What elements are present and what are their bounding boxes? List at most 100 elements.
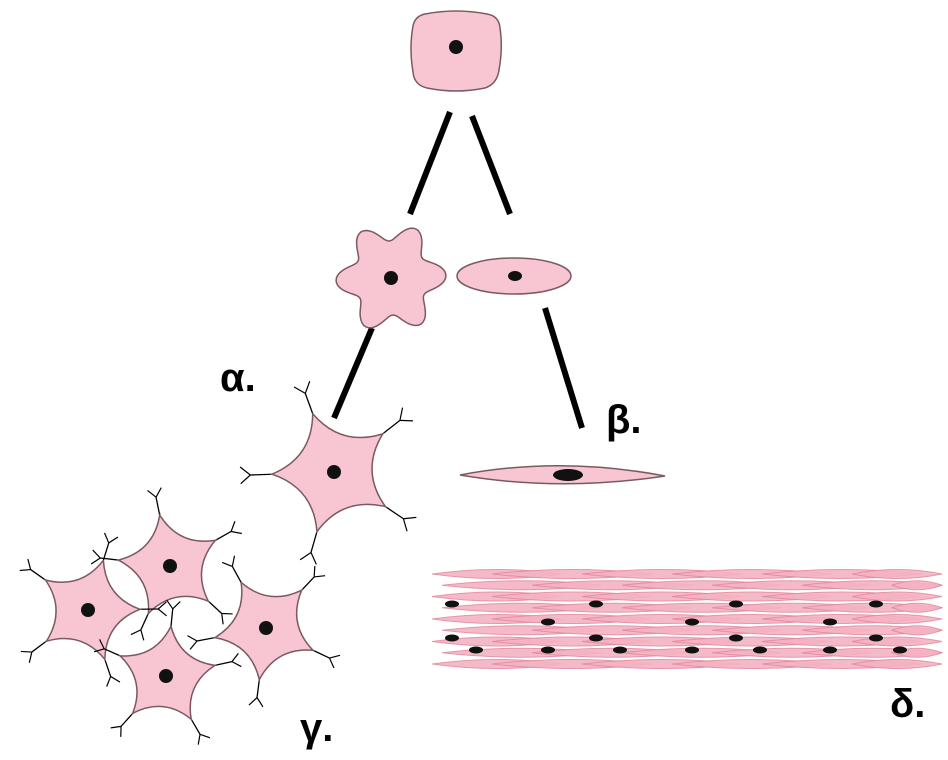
muscle-nucleus [823, 618, 837, 626]
muscle-fiber [851, 659, 943, 669]
dendrite-branch [256, 697, 264, 708]
dendrite-branch [140, 629, 145, 641]
dendrite [190, 718, 201, 735]
dendrite-branch [231, 652, 239, 663]
dendrite [31, 640, 47, 653]
dendrite-branch [28, 651, 33, 663]
dendrite [30, 569, 46, 581]
dendrite [231, 566, 242, 583]
dendrite-branch [19, 568, 31, 572]
dendrite-branch [90, 557, 101, 565]
dendrite [120, 712, 134, 727]
muscle-fiber [890, 625, 944, 636]
dendrite [102, 542, 110, 561]
muscle-nucleus [445, 634, 459, 642]
muscle-fiber [890, 580, 944, 591]
dendrite [250, 473, 273, 476]
dendrite-branch [240, 474, 251, 485]
muscle-nucleus [469, 646, 483, 654]
muscle-nucleus [869, 634, 883, 642]
dendrite-branch [329, 654, 341, 659]
dendrite-branch [299, 551, 312, 561]
muscle-nucleus [893, 646, 907, 654]
dendrite [304, 393, 314, 414]
network-neuron-4 [93, 599, 242, 745]
dendrite [100, 557, 119, 561]
dendrite [170, 608, 174, 627]
muscle-nucleus [729, 634, 743, 642]
muscle-nucleus [541, 646, 555, 654]
dendrite-branch [304, 380, 311, 394]
dendrite-branch [110, 675, 121, 683]
spindle-cell [459, 465, 666, 485]
dendrite-branch [197, 734, 201, 745]
dendrite-branch [155, 487, 162, 498]
dendrite-branch [403, 516, 417, 520]
dendrite-branch [103, 532, 110, 544]
dendrite-branch [108, 536, 119, 544]
muscle-nucleus [589, 600, 603, 608]
dendrite [214, 661, 233, 667]
neuron-nucleus [259, 621, 273, 635]
dendrite [155, 497, 161, 516]
dendrite-branch [166, 599, 174, 610]
oval-precursor-cell [456, 257, 572, 295]
muscle-fiber [851, 569, 943, 579]
dendrite-branch [92, 549, 101, 559]
network-neuron-2 [19, 532, 168, 687]
dendrite-branch [221, 561, 233, 567]
dendrite [214, 530, 232, 541]
dendrite-branch [314, 575, 326, 578]
lineage-lines [331, 110, 585, 429]
muscle-nucleus [823, 646, 837, 654]
spindle-cell-nucleus [553, 469, 583, 481]
network-neuron-3 [187, 555, 341, 708]
dendrite-branch [313, 566, 316, 577]
neuron-nucleus [81, 603, 95, 617]
dendrite-branch [110, 725, 122, 729]
stem-cell-nucleus [449, 40, 463, 54]
line-star-to-neuron [331, 326, 375, 420]
network-neuron-1 [90, 487, 242, 641]
muscle-nucleus [685, 618, 699, 626]
muscle-nucleus [753, 646, 767, 654]
dendrite [256, 679, 260, 698]
line-stem-to-oval [469, 114, 513, 216]
neuron-nucleus [327, 465, 341, 479]
dendrite-branch [402, 518, 408, 532]
dendrite-branch [93, 648, 105, 653]
dendrite-branch [310, 552, 317, 565]
dendrite [312, 649, 330, 659]
dendrite [140, 613, 149, 631]
dendrite-branch [99, 639, 105, 650]
stem-cell [410, 10, 503, 92]
dendrite-branch [328, 657, 335, 669]
dendrite [382, 419, 401, 435]
dendrite-branch [106, 676, 112, 687]
dendrite-branch [230, 521, 236, 532]
dendrite-branch [231, 555, 236, 567]
neuron-single-cell [239, 380, 417, 565]
line-oval-to-spindle [542, 307, 585, 429]
muscle-nucleus [869, 600, 883, 608]
neuron-network [19, 487, 341, 745]
dendrite [385, 506, 404, 520]
dendrite-branch [199, 733, 211, 739]
dendrite [103, 648, 121, 657]
dendrite-branch [221, 613, 224, 625]
muscle-tissue [431, 569, 944, 669]
dendrite [301, 576, 315, 591]
label-beta: β. [606, 398, 642, 442]
dendrite-branch [157, 601, 167, 610]
muscle-fiber [851, 591, 943, 602]
muscle-fiber [890, 602, 944, 613]
dendrite [104, 659, 112, 677]
label-alpha: α. [220, 356, 256, 400]
dendrite-branch [130, 629, 142, 636]
dendrite-branch [231, 661, 242, 668]
muscle-nucleus [729, 600, 743, 608]
star-precursor-nucleus [384, 271, 398, 285]
muscle-nucleus [685, 646, 699, 654]
star-precursor-cell [335, 227, 447, 329]
dendrite-branch [293, 386, 306, 394]
